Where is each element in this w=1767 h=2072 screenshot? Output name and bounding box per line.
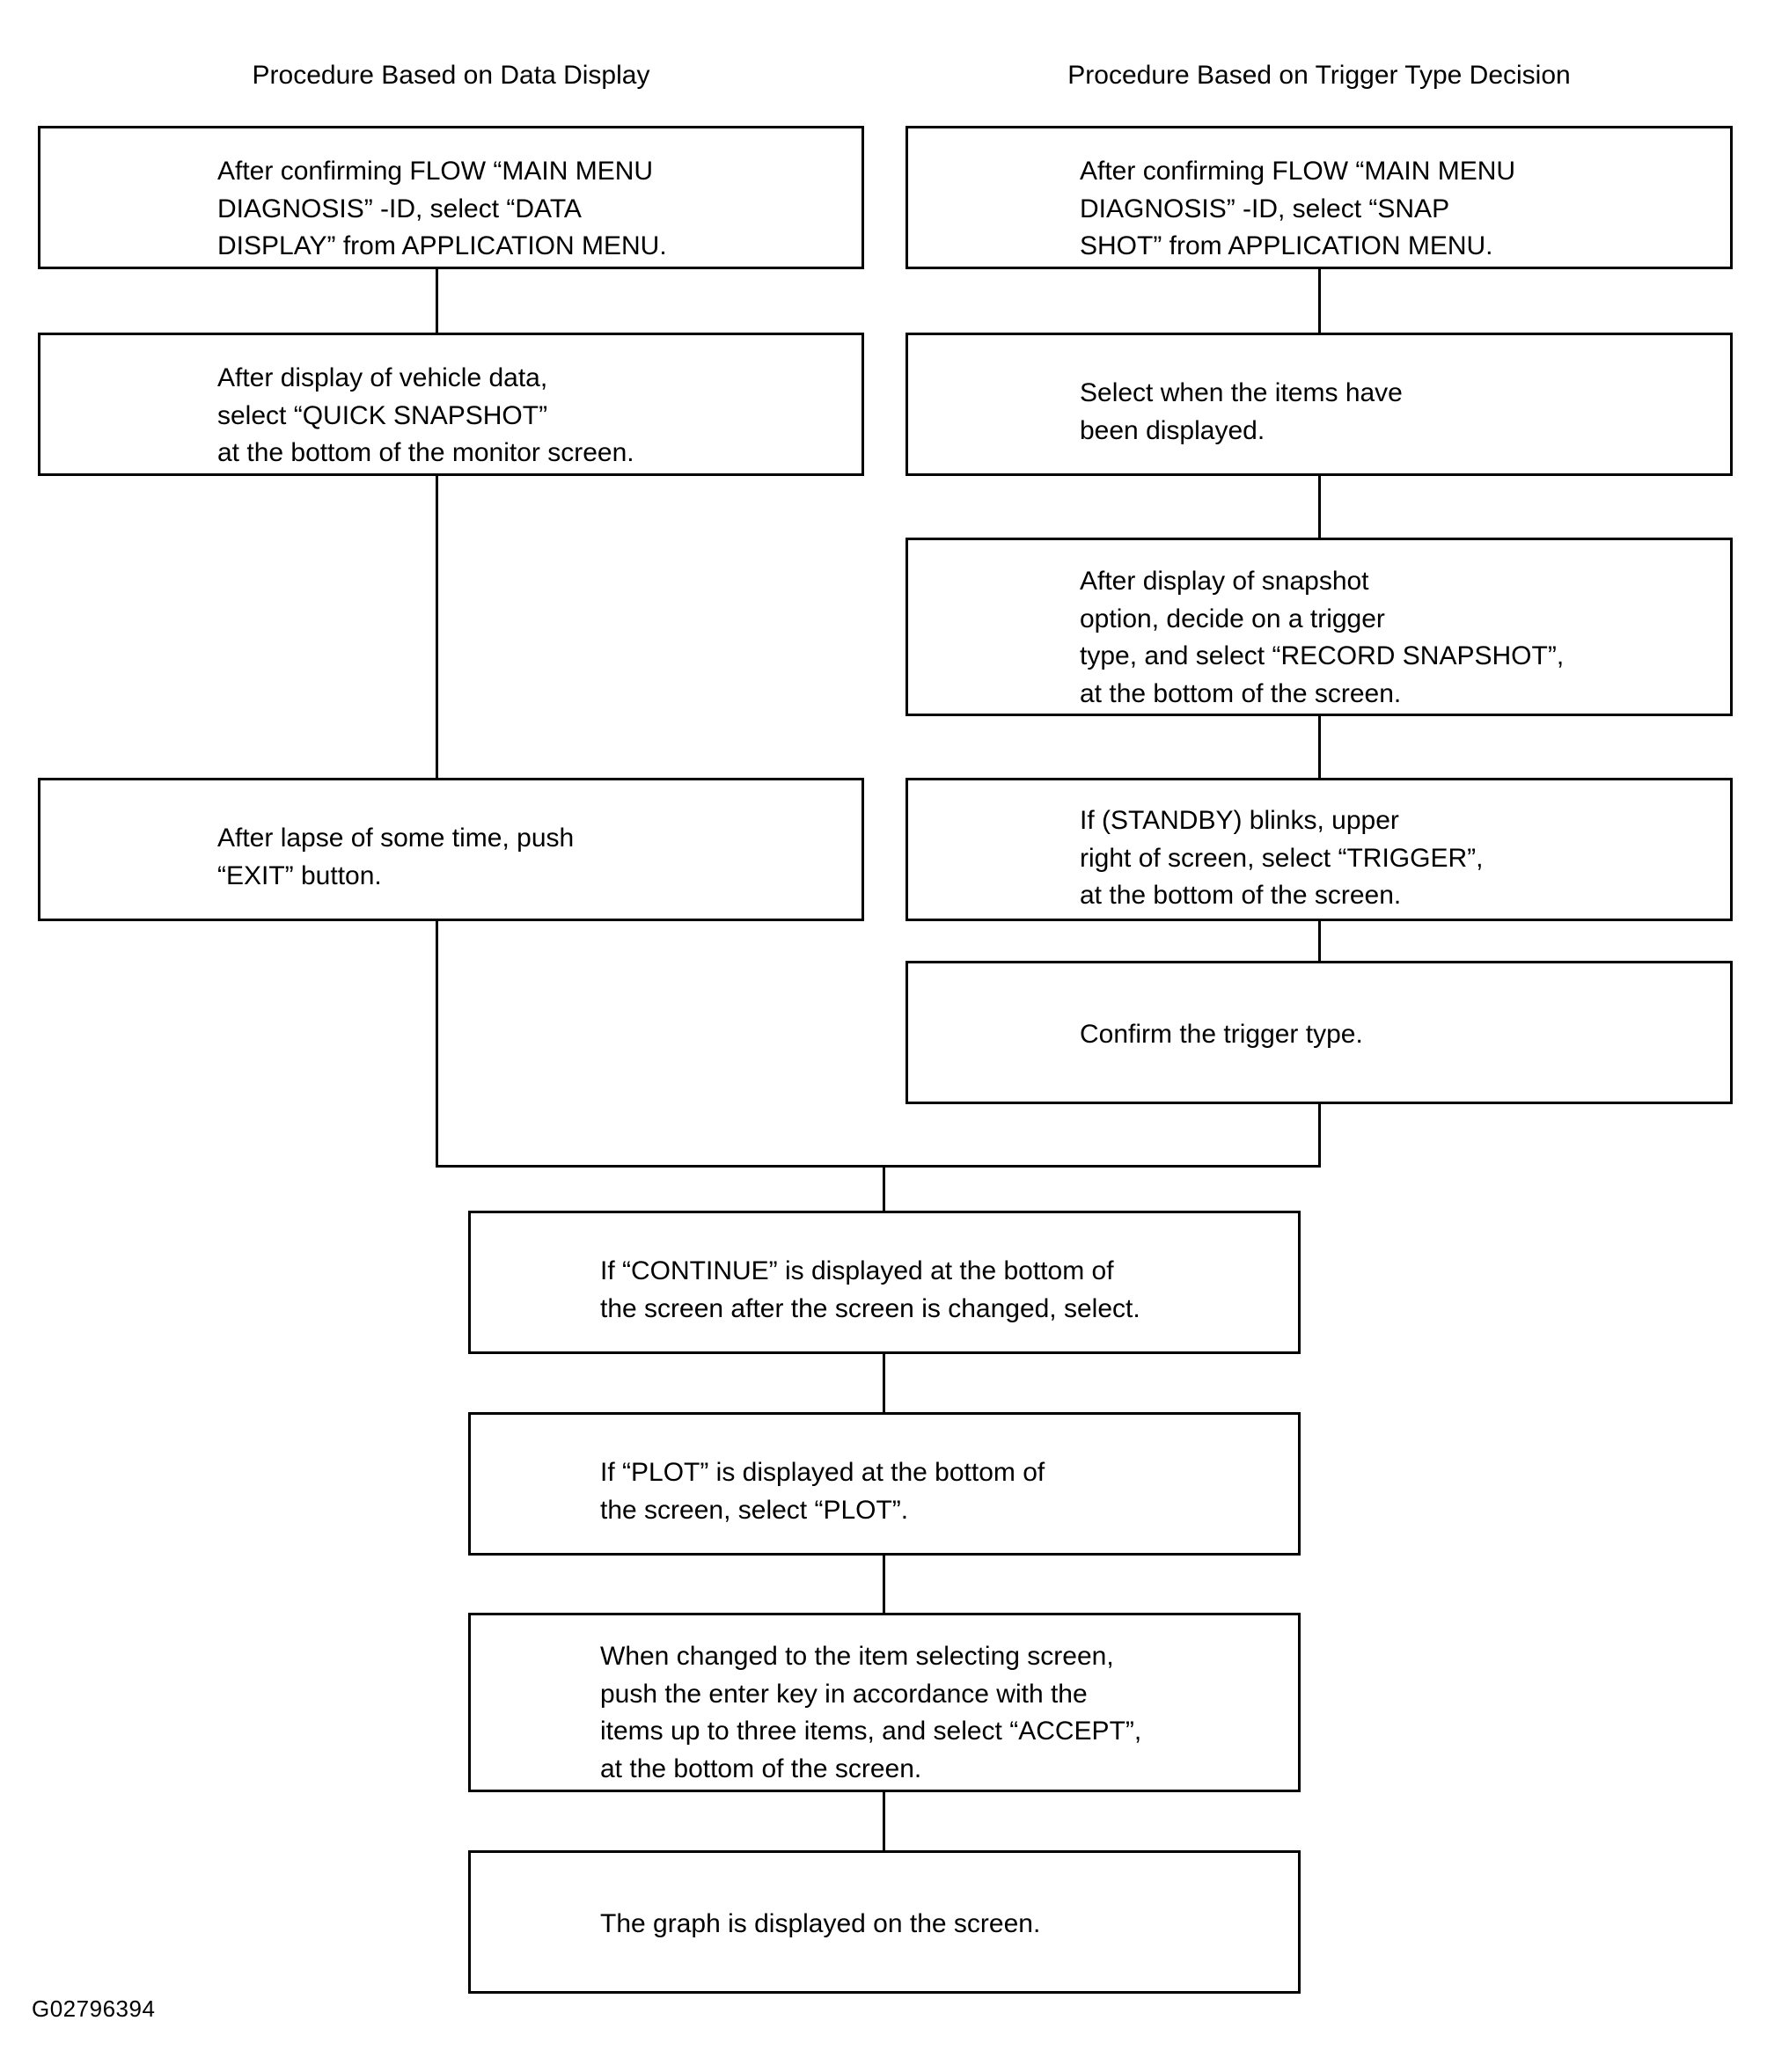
connector-right-3-to-4 xyxy=(1318,716,1321,778)
node-left-1-text: After confirming FLOW “MAIN MENU DIAGNOS… xyxy=(217,157,667,261)
connector-merge-to-bottom xyxy=(883,1165,885,1211)
connector-right-4-to-5 xyxy=(1318,921,1321,961)
node-left-3-exit-button: After lapse of some time, push “EXIT” bu… xyxy=(38,778,864,921)
node-merged-2-plot: If “PLOT” is displayed at the bottom of … xyxy=(468,1412,1301,1556)
node-merged-3-accept-items: When changed to the item selecting scree… xyxy=(468,1613,1301,1792)
node-merged-3-text: When changed to the item selecting scree… xyxy=(600,1642,1142,1783)
node-right-3-text: After display of snapshot option, decide… xyxy=(1080,567,1565,708)
node-right-5-text: Confirm the trigger type. xyxy=(1080,1020,1363,1049)
figure-id-label: G02796394 xyxy=(32,1995,156,2022)
node-right-2-items-displayed: Select when the items have been displaye… xyxy=(905,333,1733,476)
connector-merged-2-to-3 xyxy=(883,1556,885,1613)
node-merged-2-text: If “PLOT” is displayed at the bottom of … xyxy=(600,1458,1045,1525)
column-title-trigger-type: Procedure Based on Trigger Type Decision xyxy=(1067,61,1571,90)
connector-left-1-to-2 xyxy=(436,269,438,333)
node-left-1-data-display-menu: After confirming FLOW “MAIN MENU DIAGNOS… xyxy=(38,126,864,269)
node-left-2-quick-snapshot: After display of vehicle data, select “Q… xyxy=(38,333,864,476)
node-left-2-text: After display of vehicle data, select “Q… xyxy=(217,363,634,468)
node-right-5-confirm-trigger: Confirm the trigger type. xyxy=(905,961,1733,1104)
connector-merge-horizontal xyxy=(436,1165,1321,1168)
connector-right-1-to-2 xyxy=(1318,269,1321,333)
connector-merged-3-to-4 xyxy=(883,1792,885,1850)
node-right-4-text: If (STANDBY) blinks, upper right of scre… xyxy=(1080,806,1484,911)
connector-left-3-to-merge xyxy=(436,921,438,1168)
node-merged-4-graph-displayed: The graph is displayed on the screen. xyxy=(468,1850,1301,1994)
connector-merged-1-to-2 xyxy=(883,1354,885,1412)
node-right-4-standby-trigger: If (STANDBY) blinks, upper right of scre… xyxy=(905,778,1733,921)
node-left-3-text: After lapse of some time, push “EXIT” bu… xyxy=(217,824,575,890)
node-right-1-snapshot-menu: After confirming FLOW “MAIN MENU DIAGNOS… xyxy=(905,126,1733,269)
node-right-3-record-snapshot: After display of snapshot option, decide… xyxy=(905,538,1733,716)
node-merged-1-text: If “CONTINUE” is displayed at the bottom… xyxy=(600,1256,1140,1323)
node-right-2-text: Select when the items have been displaye… xyxy=(1080,378,1403,445)
column-title-data-display: Procedure Based on Data Display xyxy=(252,61,650,90)
node-right-1-text: After confirming FLOW “MAIN MENU DIAGNOS… xyxy=(1080,157,1516,261)
connector-left-2-to-3 xyxy=(436,476,438,778)
node-merged-4-text: The graph is displayed on the screen. xyxy=(600,1909,1041,1938)
node-merged-1-continue: If “CONTINUE” is displayed at the bottom… xyxy=(468,1211,1301,1354)
connector-right-5-to-merge xyxy=(1318,1104,1321,1168)
connector-right-2-to-3 xyxy=(1318,476,1321,538)
